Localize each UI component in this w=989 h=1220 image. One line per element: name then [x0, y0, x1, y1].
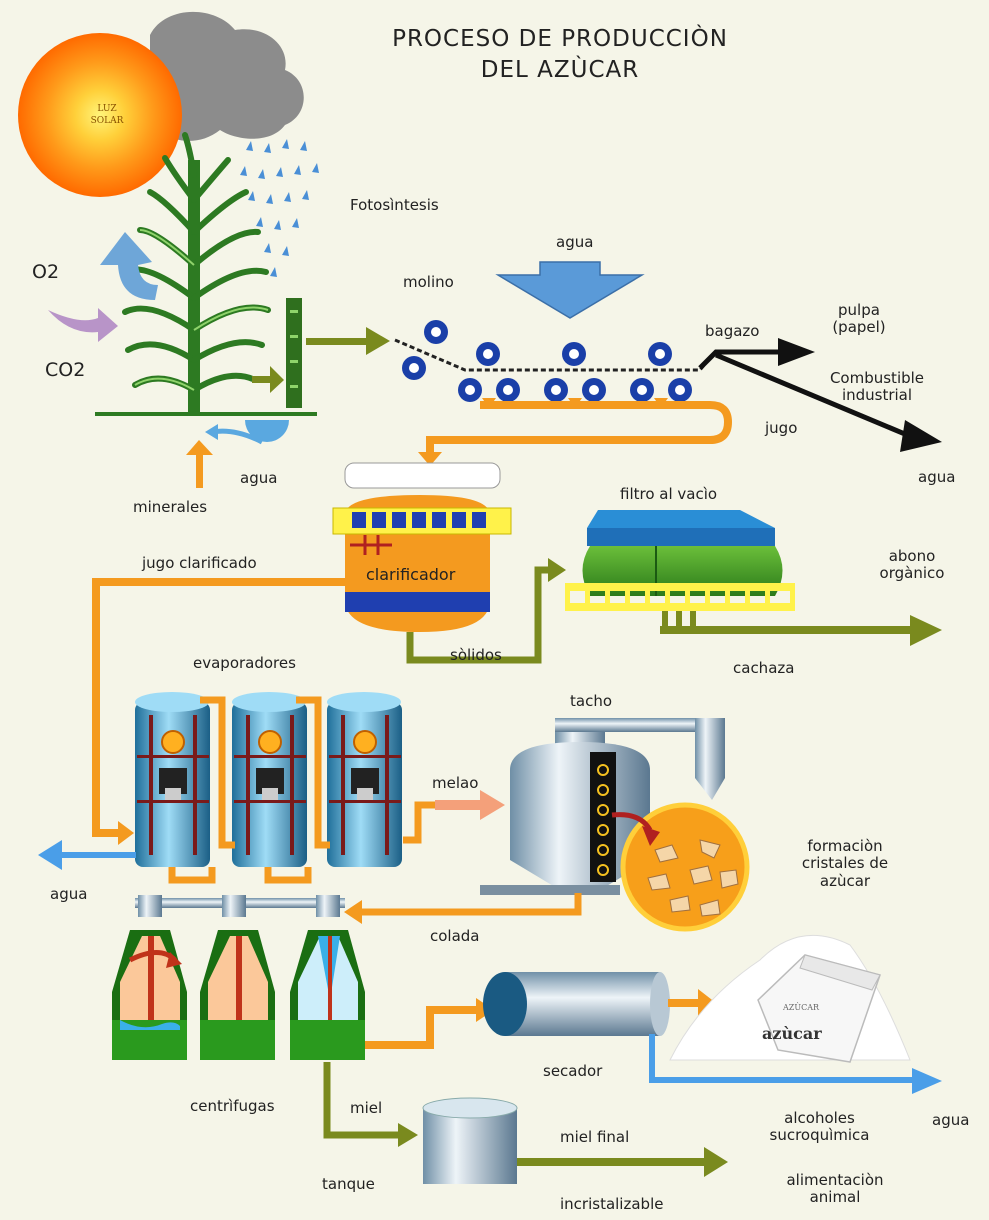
label-alcoholes-line-2: sucroquìmica — [769, 1126, 870, 1145]
label-tacho: tacho — [570, 692, 613, 710]
label-jugo: jugo — [765, 419, 798, 437]
minerals-arrow — [186, 440, 213, 488]
label-combustible: Combustible industrial — [812, 369, 942, 405]
clarified-juice-pipe — [92, 578, 345, 837]
label-miel-final: miel final — [560, 1128, 630, 1146]
vacuum-filter-icon — [565, 510, 795, 631]
rain-drops — [240, 139, 319, 277]
solids-pipe — [406, 566, 550, 664]
label-secador: secador — [543, 1062, 603, 1080]
label-agua-left: agua — [50, 885, 88, 903]
label-colada: colada — [430, 927, 480, 945]
label-formacion-line-2: cristales de — [801, 854, 889, 873]
label-pulpa: pulpa (papel) — [813, 301, 905, 337]
label-pulpa-line-1: pulpa — [838, 301, 880, 319]
clarifier-icon — [332, 462, 512, 632]
label-alimentacion-line-2: animal — [809, 1188, 861, 1207]
mill-icon — [394, 320, 717, 408]
label-abono-line-1: abono — [888, 547, 936, 565]
label-abono-line-2: orgànico — [879, 564, 945, 583]
label-formacion: formaciòn cristales de azùcar — [790, 837, 900, 890]
label-bagazo: bagazo — [705, 322, 760, 340]
water-out-left-arrow — [38, 840, 136, 870]
diagram-title: PROCESO DE PRODUCCIÒN DEL AZÙCAR — [360, 24, 760, 86]
label-formacion-line-3: azùcar — [819, 871, 871, 890]
label-cachaza: cachaza — [733, 659, 795, 677]
bagazo-flows — [698, 338, 942, 452]
sun-icon — [18, 11, 304, 197]
label-agua-mill: agua — [556, 233, 594, 251]
label-co2: CO2 — [45, 359, 86, 381]
juice-pipe-arrowhead — [418, 452, 442, 466]
title-line-2: DEL AZÙCAR — [480, 57, 640, 84]
miel-pipe — [323, 1062, 400, 1139]
sun-label-line-2: SOLAR — [90, 115, 124, 126]
label-combustible-line-1: Combustible — [829, 369, 925, 387]
ground-line — [95, 412, 317, 416]
mill-water-arrow — [495, 261, 645, 319]
tank-icon — [422, 1097, 518, 1184]
root-water-icon — [205, 420, 289, 445]
melao-arrow — [435, 790, 505, 820]
water-out-dryer-arrow — [649, 1034, 942, 1094]
label-combustible-line-2: industrial — [841, 386, 913, 405]
label-centrifugas: centrìfugas — [190, 1097, 275, 1115]
label-filtro: filtro al vacìo — [620, 485, 718, 503]
evaporators-icon — [135, 692, 435, 884]
label-melao: melao — [432, 774, 479, 792]
stalk-input-arrow — [252, 366, 284, 393]
sun-label-line-1: LUZ — [97, 104, 117, 114]
label-azucar-bag-small: AZÙCAR — [783, 1003, 819, 1012]
label-alcoholes: alcoholes sucroquìmica — [752, 1109, 887, 1145]
label-agua-plant: agua — [240, 469, 278, 487]
label-incristalizable: incristalizable — [560, 1195, 664, 1213]
colada-pipe — [360, 893, 582, 916]
dryer-icon — [483, 972, 670, 1036]
sugar-bag-icon — [669, 934, 911, 1063]
label-alcoholes-line-1: alcoholes — [784, 1109, 855, 1127]
tacho-icon — [480, 718, 725, 895]
label-solidos: sòlidos — [450, 646, 502, 664]
co2-arrow — [48, 308, 118, 342]
cane-to-mill-arrow — [306, 327, 390, 355]
juice-pipe — [426, 401, 733, 455]
label-azucar-bag: azùcar — [762, 1024, 822, 1043]
label-o2: O2 — [32, 261, 60, 283]
crystal-formation-icon — [611, 802, 750, 932]
label-pulpa-line-2: (papel) — [832, 318, 886, 337]
title-line-1: PROCESO DE PRODUCCIÒN — [392, 26, 728, 52]
label-alimentacion-line-1: alimentaciòn — [786, 1171, 884, 1189]
label-fotosintesis: Fotosìntesis — [350, 196, 439, 214]
label-agua-bottom-right: agua — [932, 1111, 970, 1129]
label-agua-right: agua — [918, 468, 956, 486]
label-miel: miel — [350, 1099, 383, 1117]
label-molino: molino — [403, 273, 454, 291]
label-jugo-clarificado: jugo clarificado — [142, 554, 257, 572]
to-dryer-pipe — [365, 1006, 478, 1049]
centrifuges-icon — [112, 895, 365, 1060]
label-formacion-line-1: formaciòn — [807, 837, 883, 855]
label-alimentacion: alimentaciòn animal — [770, 1171, 900, 1207]
label-minerales: minerales — [133, 498, 208, 516]
label-clarificador: clarificador — [366, 565, 456, 584]
label-abono: abono orgànico — [862, 547, 962, 583]
cachaza-arrow — [660, 615, 942, 646]
miel-final-arrow — [517, 1147, 728, 1177]
sun-label: LUZ SOLAR — [82, 104, 132, 127]
cane-stalk-icon — [286, 298, 302, 408]
label-tanque: tanque — [322, 1175, 375, 1193]
label-evaporadores: evaporadores — [193, 654, 296, 672]
o2-arrow — [100, 232, 158, 300]
